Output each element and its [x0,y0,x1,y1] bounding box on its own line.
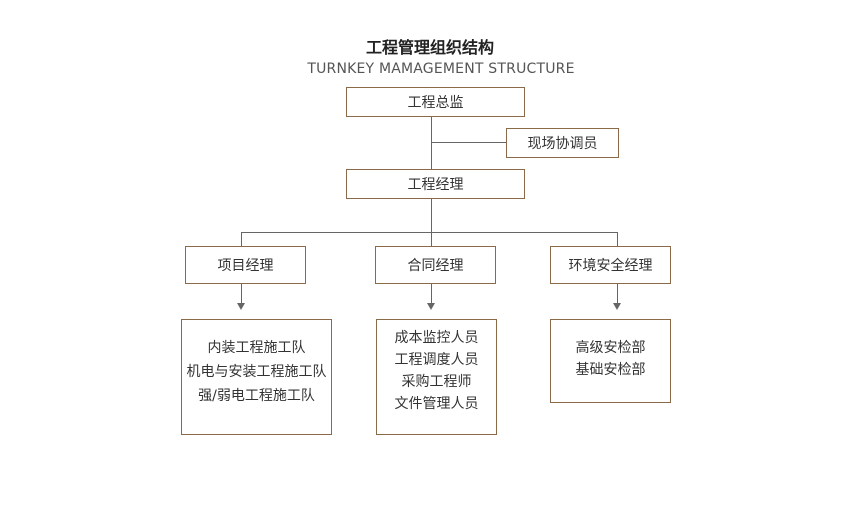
node-dept-project: 项目经理 [185,246,306,284]
connector-dept-left-down [241,283,242,304]
connector-manager-down [431,198,432,233]
member-item: 成本监控人员 [394,330,479,346]
node-members-project: 内装工程施工队 机电与安装工程施工队 强/弱电工程施工队 [181,319,332,435]
member-item: 内装工程施工队 [207,340,306,356]
diagram-title: 工程管理组织结构 [365,38,494,57]
member-item: 强/弱电工程施工队 [198,388,315,404]
connector-branch-middle [431,232,432,247]
node-manager: 工程经理 [346,169,525,199]
arrow-down-icon [427,303,435,310]
connector-dept-middle-down [431,283,432,304]
connector-dept-right-down [617,283,618,304]
member-item: 机电与安装工程施工队 [186,364,327,380]
node-members-safety: 高级安检部 基础安检部 [550,319,671,403]
arrow-down-icon [613,303,621,310]
member-item: 高级安检部 [575,340,646,356]
connector-coordinator [431,142,507,143]
node-coordinator: 现场协调员 [506,128,619,158]
member-item: 采购工程师 [401,374,472,390]
member-item: 工程调度人员 [394,352,479,368]
connector-horizontal-branch [241,232,618,233]
connector-branch-right [617,232,618,247]
member-item: 文件管理人员 [394,396,479,412]
connector-branch-left [241,232,242,247]
diagram-subtitle: TURNKEY MAMAGEMENT STRUCTURE [307,61,575,77]
node-members-contract: 成本监控人员 工程调度人员 采购工程师 文件管理人员 [376,319,497,435]
node-dept-safety: 环境安全经理 [550,246,671,284]
arrow-down-icon [237,303,245,310]
member-item: 基础安检部 [575,362,646,378]
node-director: 工程总监 [346,87,525,117]
node-dept-contract: 合同经理 [375,246,496,284]
